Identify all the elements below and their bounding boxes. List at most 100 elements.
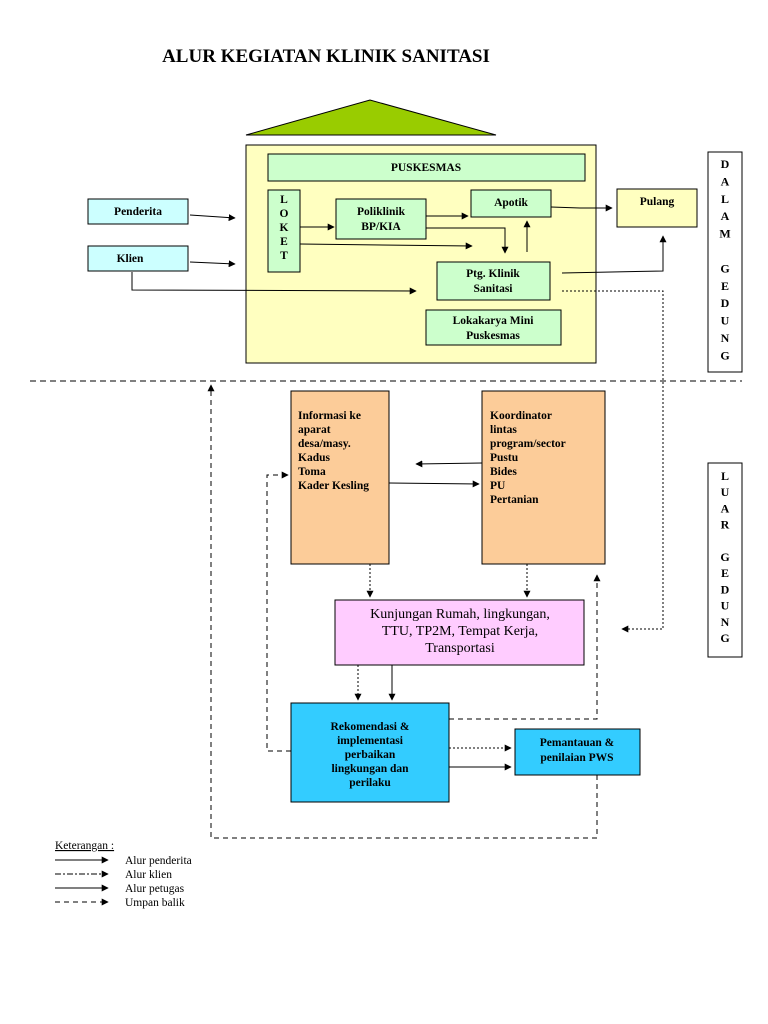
side-label-letter: D: [721, 582, 730, 596]
arrow-info-koord: [388, 480, 480, 488]
informasi-line: desa/masy.: [298, 438, 351, 450]
puskesmas-header-box: [267, 153, 586, 182]
side-label-letter: L: [721, 192, 729, 206]
legend-item: Umpan balik: [125, 897, 185, 909]
ptg-klinik-box: [436, 261, 551, 301]
legend: Keterangan : Alur penderita Alur klien A…: [55, 840, 192, 909]
ptg-klinik-label: Ptg. Klinik: [466, 268, 520, 280]
informasi-line: Toma: [298, 466, 326, 478]
legend-item: Alur klien: [125, 869, 172, 881]
poliklinik-label: Poliklinik: [357, 206, 406, 218]
pulang-box: [616, 188, 698, 228]
side-label-letter: G: [720, 550, 729, 564]
side-label-letter: U: [721, 485, 730, 499]
side-label-letter: D: [721, 296, 730, 310]
ptg-klinik-label: Sanitasi: [474, 283, 514, 295]
rekomendasi-box: [290, 702, 450, 803]
rekomendasi-line: Rekomendasi &: [331, 721, 410, 733]
koordinator-line: PU: [490, 480, 506, 492]
side-label-letter: A: [721, 501, 730, 515]
kunjungan-box: [334, 599, 585, 666]
koordinator-line: Pustu: [490, 452, 519, 464]
rekomendasi-line: perilaku: [349, 777, 391, 789]
informasi-box: [290, 390, 390, 565]
arrow-klien: [189, 260, 236, 268]
side-label-letter: A: [721, 174, 730, 188]
penderita-label: Penderita: [114, 206, 162, 218]
lokakarya-label: Puskesmas: [466, 330, 520, 342]
pemantauan-line: penilaian PWS: [540, 752, 613, 764]
arrow-poli-klinik: [426, 227, 509, 254]
side-label-letter: U: [721, 599, 730, 613]
apotik-label: Apotik: [494, 197, 528, 209]
rekomendasi-line: lingkungan dan: [331, 763, 409, 775]
side-label-letter: N: [721, 331, 730, 345]
feedback-rek-info: [266, 471, 291, 752]
arrow-penderita: [189, 214, 236, 222]
side-label-letter: N: [721, 615, 730, 629]
loket-letter: E: [280, 236, 288, 248]
koordinator-line: Bides: [490, 466, 517, 478]
kunjungan-line: Transportasi: [425, 641, 495, 656]
legend-heading: Keterangan :: [55, 840, 114, 852]
side-label-letter: L: [721, 469, 729, 483]
pemantauan-line: Pemantauan &: [540, 737, 615, 749]
luar-gedung-box: [707, 462, 743, 658]
informasi-line: aparat: [298, 424, 331, 436]
side-label-letter: D: [721, 157, 730, 171]
puskesmas-roof: [245, 99, 497, 136]
apotik-box: [470, 189, 552, 218]
koordinator-line: Pertanian: [490, 494, 539, 506]
informasi-line: Kadus: [298, 452, 330, 464]
koordinator-label: Koordinator lintas program/sector Pustu …: [490, 410, 566, 506]
side-label-letter: G: [720, 631, 729, 645]
koordinator-line: Koordinator: [490, 410, 552, 422]
diagram-title: ALUR KEGIATAN KLINIK SANITASI: [162, 46, 490, 67]
side-label-letter: U: [721, 314, 730, 328]
arrow-koord-info: [415, 460, 483, 468]
klien-box: [87, 245, 189, 272]
klien-label: Klien: [117, 253, 144, 265]
informasi-label: Informasi ke aparat desa/masy. Kadus Tom…: [298, 410, 369, 492]
rekomendasi-line: perbaikan: [345, 749, 396, 761]
poliklinik-label: BP/KIA: [361, 221, 401, 233]
puskesmas-label: PUSKESMAS: [391, 162, 461, 174]
kunjungan-line: Kunjungan Rumah, lingkungan,: [370, 607, 550, 622]
connectors: [131, 204, 667, 839]
kunjungan-line: TTU, TP2M, Tempat Kerja,: [382, 624, 538, 639]
informasi-line: Informasi ke: [298, 410, 361, 422]
side-label-letter: E: [721, 566, 729, 580]
rekomendasi-line: implementasi: [337, 735, 404, 747]
loket-letter: L: [280, 194, 288, 206]
side-label-letter: M: [719, 227, 730, 241]
side-label-letter: R: [721, 518, 730, 532]
poliklinik-box: [335, 198, 427, 240]
side-label-letter: E: [721, 279, 729, 293]
feedback-rek-kunjungan: [449, 574, 601, 720]
koordinator-box: [481, 390, 606, 565]
informasi-line: Kader Kesling: [298, 480, 369, 492]
arrow-klinik-kunjungan: [562, 290, 664, 633]
loket-box: [267, 189, 301, 273]
feedback-pem-puskesmas: [207, 384, 598, 839]
lokakarya-label: Lokakarya Mini: [453, 315, 535, 327]
loket-letter: O: [280, 208, 289, 220]
pulang-label: Pulang: [640, 196, 675, 208]
arrow-apotik-pulang: [550, 204, 613, 212]
side-label-letter: G: [720, 348, 729, 362]
loket-letter: K: [280, 222, 289, 234]
koordinator-line: lintas: [490, 424, 517, 436]
legend-item: Alur petugas: [125, 883, 185, 895]
dalam-gedung-box: [707, 151, 743, 373]
side-label-letter: G: [720, 261, 729, 275]
koordinator-line: program/sector: [490, 438, 566, 450]
lokakarya-box: [425, 309, 562, 346]
arrow-klinik-pulang: [561, 235, 667, 274]
loket-letter: T: [280, 250, 288, 262]
legend-item: Alur penderita: [125, 855, 192, 867]
arrow-klien-to-klinik: [131, 272, 417, 295]
side-label-letter: A: [721, 209, 730, 223]
